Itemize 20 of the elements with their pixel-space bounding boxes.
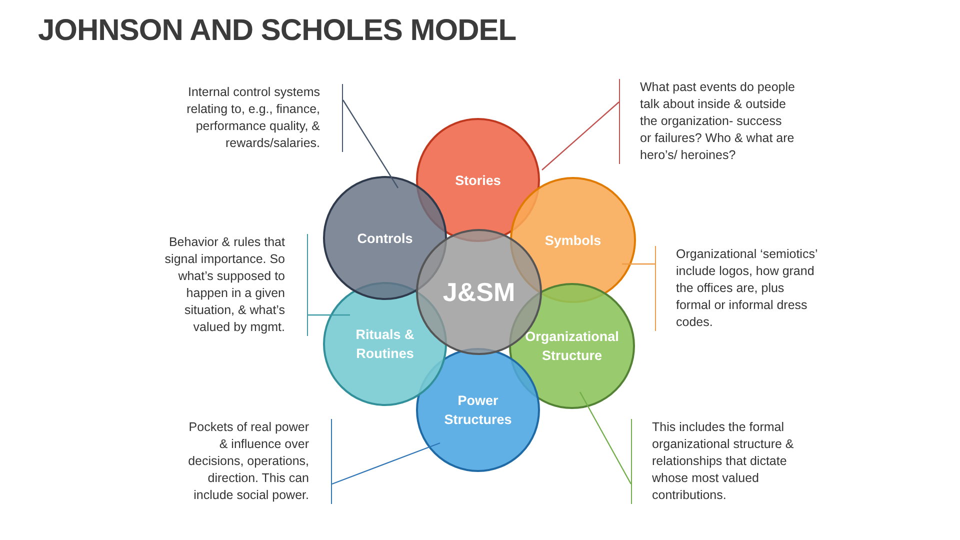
circle-label: Organizational Structure bbox=[524, 328, 620, 365]
circle-label: Controls bbox=[356, 230, 414, 248]
description-text: Behavior & rules that signal importance. So what’s supposed to happen in a given situation, & what’s valued by mgmt. bbox=[154, 234, 308, 336]
description-text: Organizational ‘semiotics’ include logos, how grand the offices are, plus formal or informal dress codes. bbox=[655, 246, 821, 331]
circle-label: Power Structures bbox=[443, 392, 513, 429]
description-text: Internal control systems relating to, e.g., finance, performance quality, & rewards/salaries. bbox=[181, 84, 343, 152]
leader-line bbox=[342, 100, 398, 188]
leader-line bbox=[622, 263, 655, 265]
circle-label: Rituals & Routines bbox=[354, 326, 416, 363]
leader-line bbox=[332, 442, 440, 485]
description-text: This includes the formal organizational structure & relationships that dictate whose most valued contributions. bbox=[631, 419, 795, 504]
leader-line bbox=[308, 314, 350, 316]
circle-label: Symbols bbox=[544, 232, 602, 250]
description-text: Pockets of real power & influence over decisions, operations, direction. This can include social power. bbox=[180, 419, 332, 504]
leader-line bbox=[579, 392, 632, 484]
leader-line bbox=[542, 102, 620, 170]
title: JOHNSON AND SCHOLES MODEL bbox=[38, 14, 516, 48]
circle-label: J&SM bbox=[442, 277, 516, 307]
circle-label: Stories bbox=[454, 172, 502, 190]
description-text: What past events do people talk about inside & outside the organization- success or failures? Who & what are hero’s/ heroines? bbox=[619, 79, 796, 164]
